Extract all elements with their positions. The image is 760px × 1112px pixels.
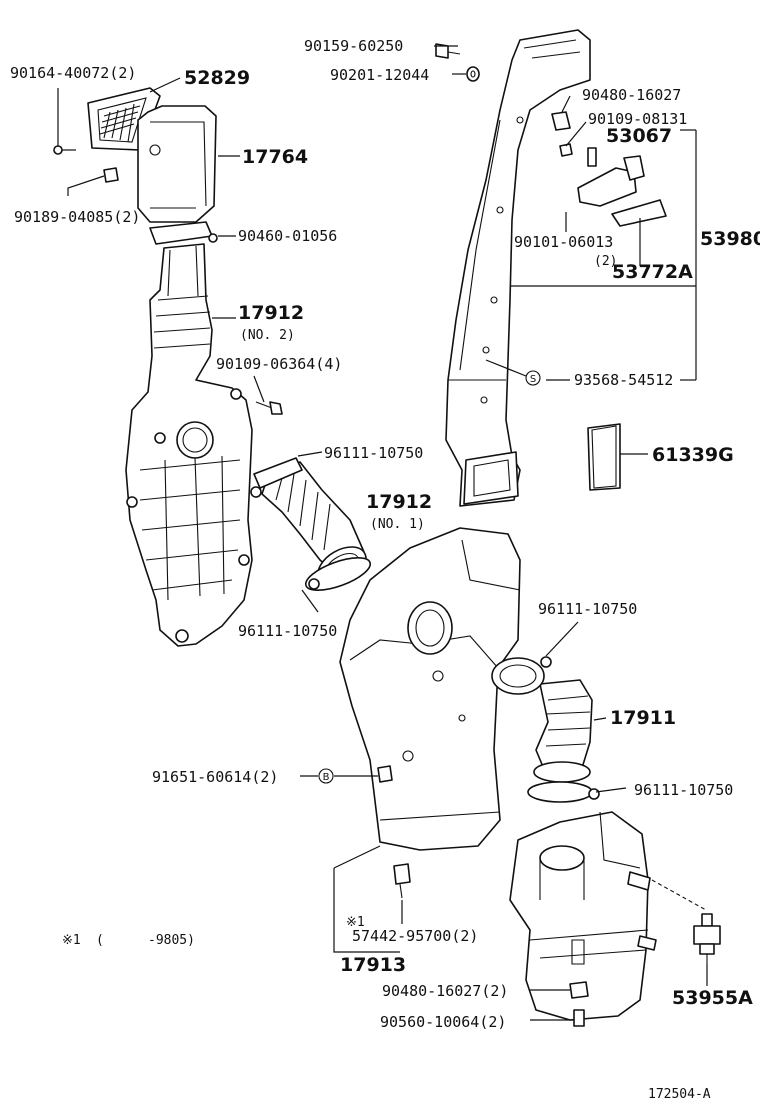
label-90159-60250: 90159-60250	[304, 37, 403, 55]
label-91651-60614: 91651-60614(2)	[152, 768, 278, 786]
fastener-91651	[377, 765, 393, 783]
pad-61339g	[587, 423, 621, 491]
bolt-90109-06364	[255, 401, 283, 415]
s-mark-text: S	[530, 374, 536, 385]
b-mark-symbol: B	[318, 768, 334, 784]
resonator-17913	[339, 527, 521, 851]
label-90101-06013: 90101-06013	[514, 233, 613, 251]
label-17912-no1: 17912	[366, 491, 432, 513]
label-61339g: 61339G	[652, 444, 734, 466]
label-90109-08131: 90109-08131	[588, 110, 687, 128]
connector-dashed-line	[651, 879, 707, 911]
air-hose-17911	[533, 679, 593, 783]
label-57442-95700: 57442-95700(2)	[352, 927, 478, 945]
clip-90189	[103, 167, 119, 183]
s-mark-symbol: S	[525, 370, 541, 386]
label-96111-10750-b: 96111-10750	[238, 622, 337, 640]
footnote-code: -9805)	[148, 933, 195, 948]
label-90480-16027-b: 90480-16027(2)	[382, 982, 508, 1000]
cushion-90480-b	[569, 981, 589, 999]
air-duct-17912-no2	[125, 243, 253, 647]
washer-90201	[466, 66, 480, 82]
clamp-96111-a	[250, 457, 303, 498]
clamp-96111-c	[491, 656, 552, 695]
screw-90101	[587, 147, 597, 167]
label-90480-16027-a: 90480-16027	[582, 86, 681, 104]
clip-90164	[53, 145, 76, 155]
clip-57442	[393, 863, 411, 899]
label-57442-mark: ※1	[346, 915, 365, 930]
air-inlet-duct-53980	[445, 29, 591, 507]
label-17912-no2: 17912	[238, 302, 304, 324]
intake-box-17764	[137, 105, 217, 223]
footnote-paren: (	[96, 933, 104, 948]
screw-90159	[435, 43, 461, 59]
clamp-96111-d	[527, 781, 600, 803]
label-90189-04085: 90189-04085(2)	[14, 208, 140, 226]
label-17764: 17764	[242, 146, 308, 168]
label-93568-54512: 93568-54512	[574, 371, 673, 389]
bracket-53772a	[611, 199, 667, 227]
leader-lines	[57, 45, 708, 1021]
vsv-53955a	[693, 913, 721, 964]
clamp-96111-b	[304, 557, 372, 591]
band-90460	[149, 221, 218, 245]
label-96111-10750-a: 96111-10750	[324, 444, 423, 462]
label-53955a: 53955A	[672, 987, 753, 1009]
label-52829: 52829	[184, 67, 250, 89]
air-cleaner-case	[509, 811, 657, 1021]
label-90201-12044: 90201-12044	[330, 66, 429, 84]
label-17912-no2-note: (NO. 2)	[240, 328, 295, 343]
label-90109-06364: 90109-06364(4)	[216, 355, 342, 373]
label-53980: 53980	[700, 228, 760, 250]
label-17912-no1-note: (NO. 1)	[370, 517, 425, 532]
footnote-mark: ※1	[62, 933, 81, 948]
label-90164-40072: 90164-40072(2)	[10, 64, 136, 82]
label-90460-01056: 90460-01056	[238, 227, 337, 245]
sleeve-90560	[573, 1009, 585, 1027]
bracket-53067	[577, 155, 645, 207]
label-96111-10750-c: 96111-10750	[538, 600, 637, 618]
label-53772a: 53772A	[612, 261, 693, 283]
label-17911: 17911	[610, 707, 676, 729]
label-96111-10750-d: 96111-10750	[634, 781, 733, 799]
b-mark-text: B	[323, 772, 330, 783]
cushion-90480-a	[551, 111, 571, 131]
label-53067: 53067	[606, 125, 672, 147]
label-90101-qty: (2)	[594, 254, 617, 269]
label-90560-10064: 90560-10064(2)	[380, 1013, 506, 1031]
label-17913: 17913	[340, 954, 406, 976]
figure-id: 172504-A	[648, 1087, 711, 1102]
